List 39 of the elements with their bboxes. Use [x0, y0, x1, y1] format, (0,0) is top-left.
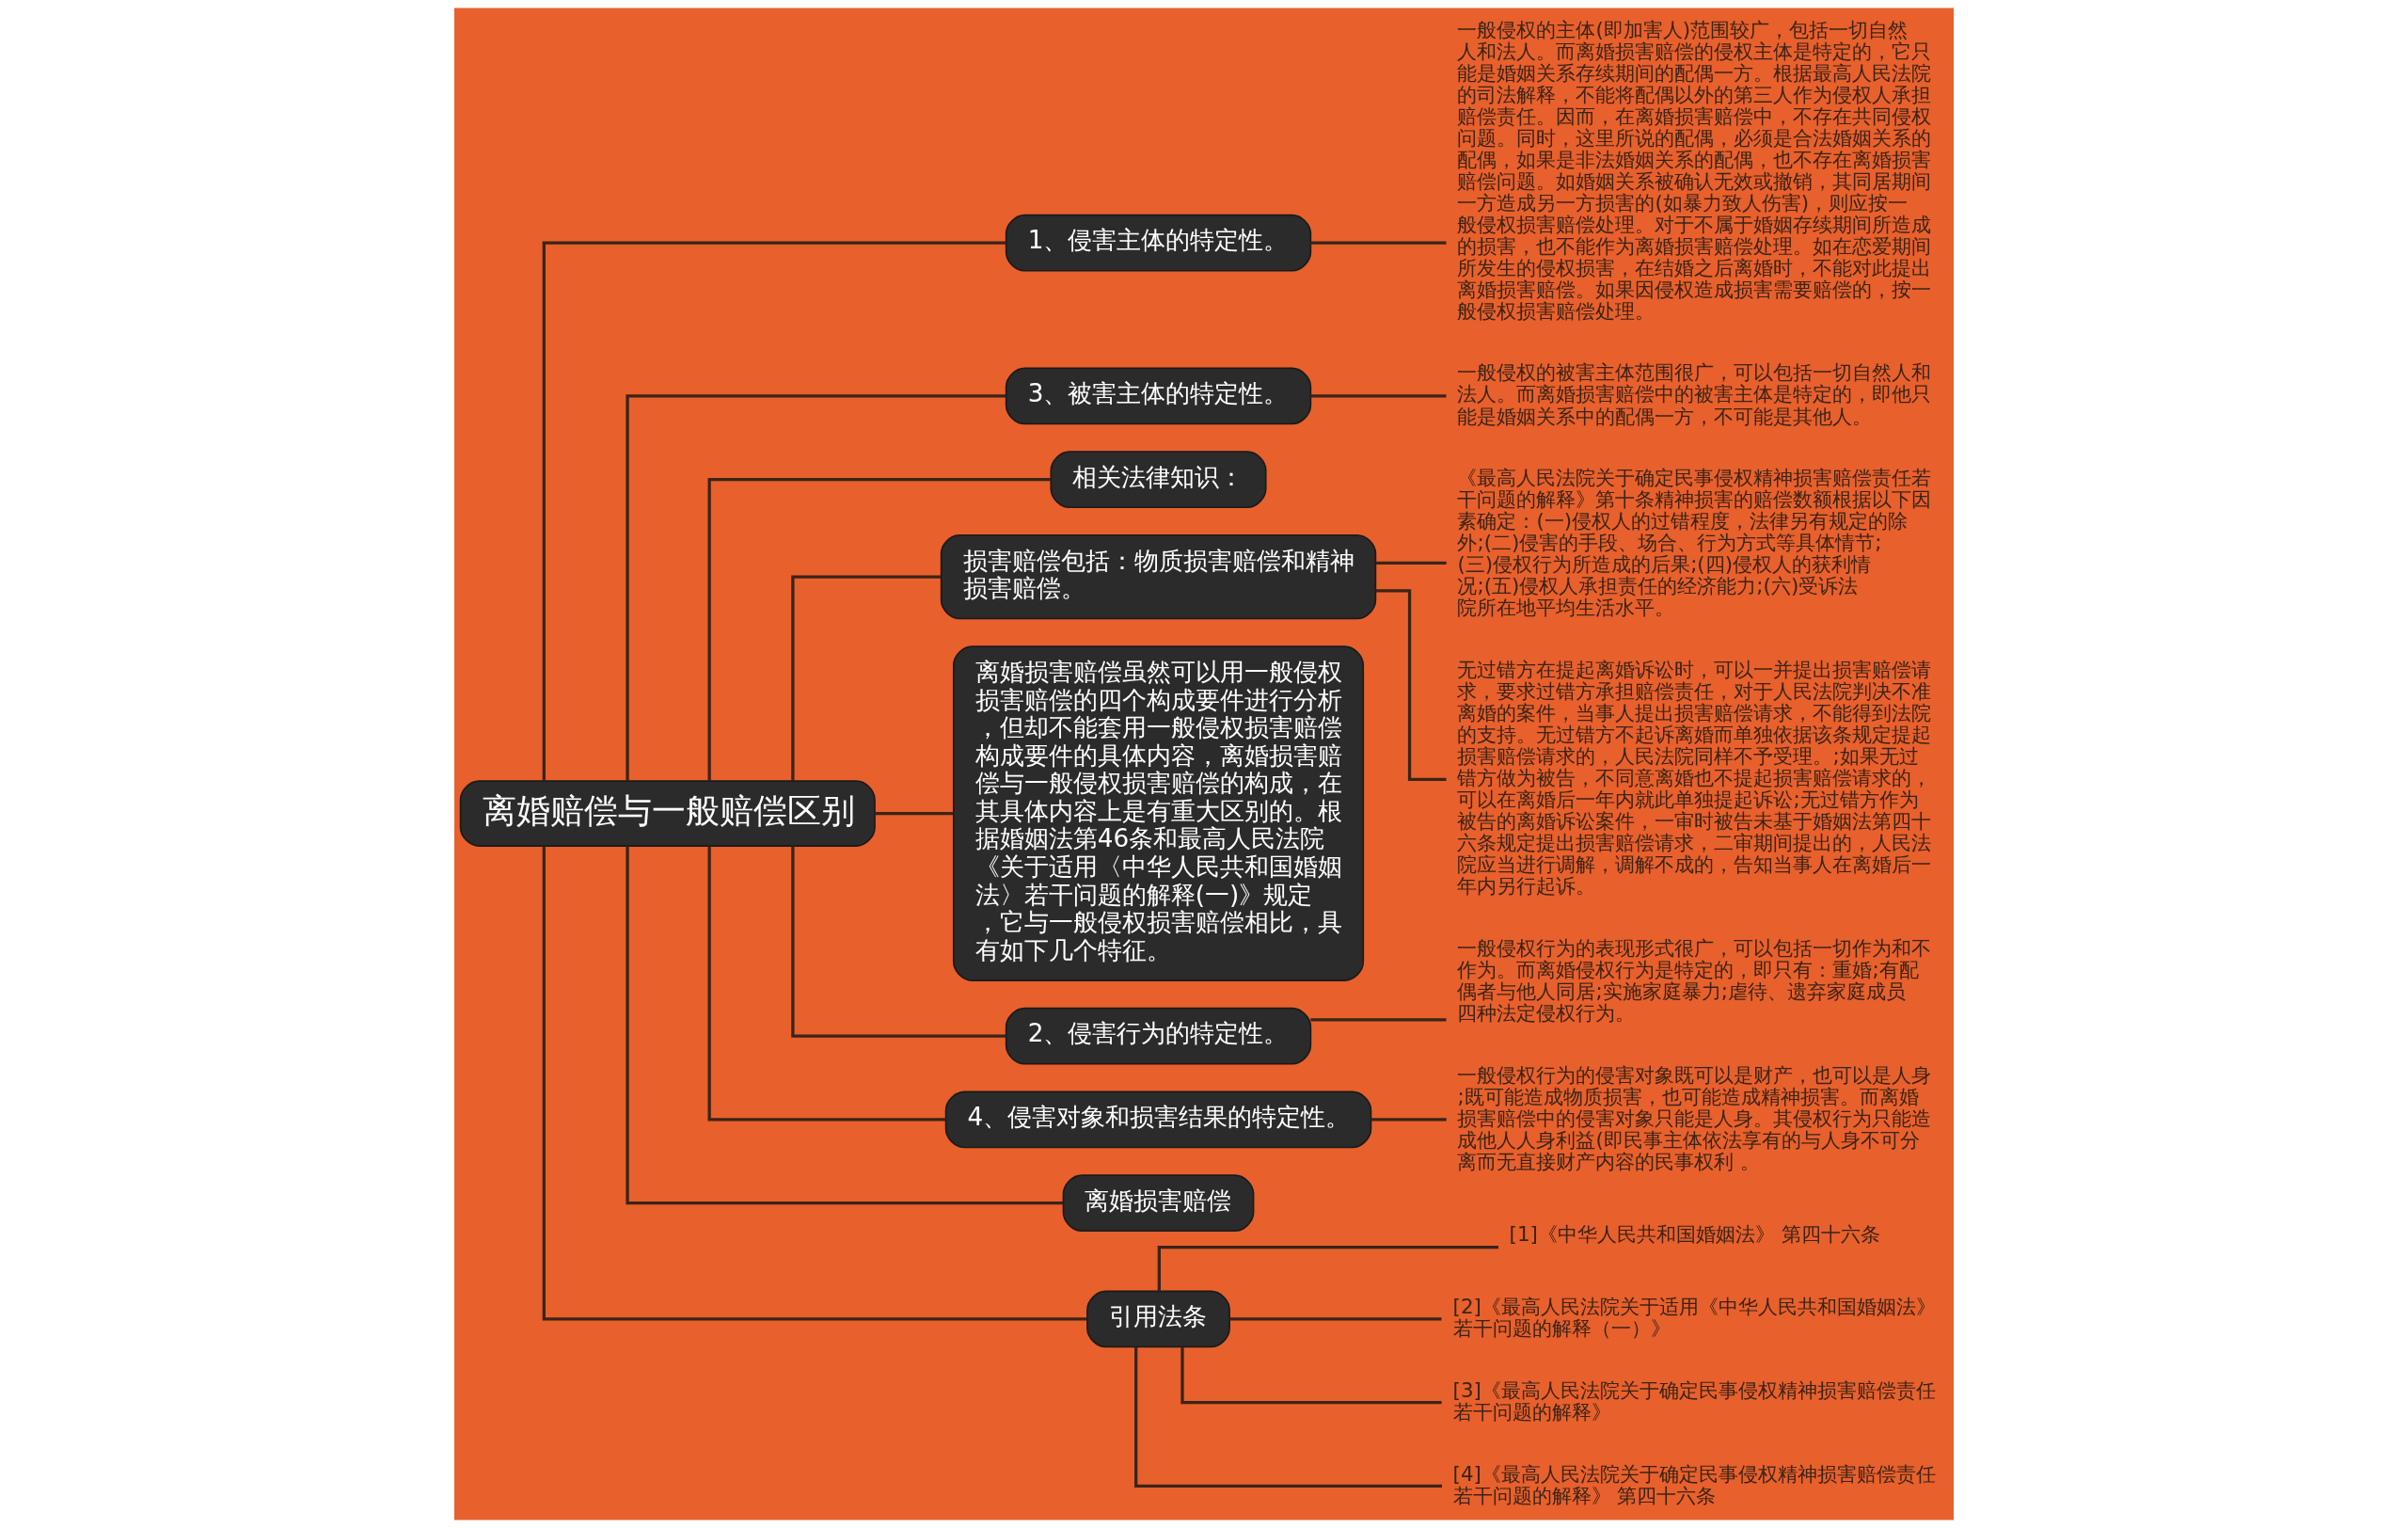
node-box: 引用法条	[1086, 1290, 1230, 1348]
node-box: 1、侵害主体的特定性。	[1005, 214, 1312, 272]
connector	[1157, 1245, 1498, 1292]
node-text: [3]《最高人民法院关于确定民事侵权精神损害赔偿责任若干问题的解释》	[1452, 1377, 1936, 1424]
connector	[1310, 241, 1447, 245]
node-box: 离婚赔偿与一般赔偿区别	[459, 780, 876, 847]
connector	[542, 241, 1006, 781]
node-text: 一般侵权行为的表现形式很广，可以包括一切作为和不作为。而离婚侵权行为是特定的，即只有：重婚;有配偶者与他人同居;实施家庭暴力;虐待、遗弃家庭成员四种法定侵权行为。	[1457, 935, 1932, 1025]
connector	[1375, 589, 1447, 782]
connector	[1229, 1317, 1442, 1321]
node-box: 3、被害主体的特定性。	[1005, 367, 1312, 425]
connector	[1180, 1347, 1442, 1405]
node-text: 一般侵权的被害主体范围很广，可以包括一切自然人和法人。而离婚损害赔偿中的被害主体是特定的，即他只能是婚姻关系中的配偶一方，不可能是其他人。	[1457, 360, 1932, 428]
node-text: [2]《最高人民法院关于适用《中华人民共和国婚姻法》若干问题的解释（一）》	[1452, 1295, 1936, 1341]
node-box: 离婚损害赔偿	[1062, 1174, 1255, 1233]
node-box: 2、侵害行为的特定性。	[1005, 1007, 1312, 1065]
connector	[1310, 1018, 1447, 1022]
connector	[707, 846, 946, 1122]
connector	[1370, 1118, 1447, 1122]
connector	[875, 811, 954, 816]
connector	[791, 846, 1006, 1038]
connector	[542, 846, 1087, 1321]
node-box: 4、侵害对象和损害结果的特定性。	[944, 1090, 1372, 1149]
node-box: 离婚损害赔偿虽然可以用一般侵权损害赔偿的四个构成要件进行分析，但却不能套用一般侵权损害赔偿构成要件的具体内容，离婚损害赔偿与一般侵权损害赔偿的构成，在其具体内容上是有重大区别的。根据婚姻法第46条和最高人民法院《关于适用〈中华人民共和国婚姻法〉若干问题的解释(一)》规定，它与一般侵权损害赔偿相比，具有如下几个特征。	[952, 645, 1365, 981]
connector	[626, 846, 1063, 1205]
node-text: 无过错方在提起离婚诉讼时，可以一并提出损害赔偿请求，要求过错方承担赔偿责任，对于人民法院判决不准离婚的案件，当事人提出损害赔偿请求，不能得到法院的支持。无过错方不起诉离婚而单独依据该条规定提起损害赔偿请求的，人民法院同样不予受理。;如果无过错方做为被告，不同意离婚也不提起损害赔偿请求的，可以在离婚后一年内就此单独提起诉讼;无过错方作为被告的离婚诉讼案件，一审时被告未基于婚姻法第四十六条规定提出损害赔偿请求，二审期间提出的，人民法院应当进行调解，调解不成的，告知当事人在离婚后一年内另行起诉。	[1457, 657, 1932, 899]
connector	[1310, 394, 1447, 398]
node-text: [4]《最高人民法院关于确定民事侵权精神损害赔偿责任若干问题的解释》 第四十六条	[1452, 1461, 1936, 1507]
connector	[707, 478, 1052, 781]
node-text: 一般侵权行为的侵害对象既可以是财产，也可以是人身;既可能造成物质损害，也可能造成精神损害。而离婚损害赔偿中的侵害对象只能是人身。其侵权行为只能造成他人人身利益(即民事主体依法享有的与人身不可分离而无直接财产内容的民事权利 。	[1457, 1062, 1932, 1173]
connector	[1134, 1347, 1442, 1488]
connector	[1375, 561, 1447, 565]
node-text: [1]《中华人民共和国婚姻法》 第四十六条	[1509, 1221, 1880, 1246]
connector	[791, 575, 942, 781]
node-box: 相关法律知识：	[1050, 451, 1267, 509]
connector	[626, 394, 1006, 781]
node-box: 损害赔偿包括：物质损害赔偿和精神损害赔偿。	[940, 533, 1377, 620]
node-text: 《最高人民法院关于确定民事侵权精神损害赔偿责任若干问题的解释》第十条精神损害的赔偿数额根据以下因素确定：(一)侵权人的过错程度，法律另有规定的除外;(二)侵害的手段、场合、行为方式等具体情节;(三)侵权行为所造成的后果;(四)侵权人的获利情况;(五)侵权人承担责任的经济能力;(六)受诉法院所在地平均生活水平。	[1457, 466, 1932, 620]
node-text: 一般侵权的主体(即加害人)范围较广，包括一切自然人和法人。而离婚损害赔偿的侵权主体是特定的，它只能是婚姻关系存续期间的配偶一方。根据最高人民法院的司法解释，不能将配偶以外的第三人作为侵权人承担赔偿责任。因而，在离婚损害赔偿中，不存在共同侵权问题。同时，这里所说的配偶，必须是合法婚姻关系的配偶，如果是非法婚姻关系的配偶，也不存在离婚损害赔偿问题。如婚姻关系被确认无效或撤销，其同居期间一方造成另一方损害的(如暴力致人伤害)，则应按一般侵权损害赔偿处理。对于不属于婚姻存续期间所造成的损害，也不能作为离婚损害赔偿处理。如在恋爱期间所发生的侵权损害，在结婚之后离婚时，不能对此提出离婚损害赔偿。如果因侵权造成损害需要赔偿的，按一般侵权损害赔偿处理。	[1457, 17, 1932, 323]
